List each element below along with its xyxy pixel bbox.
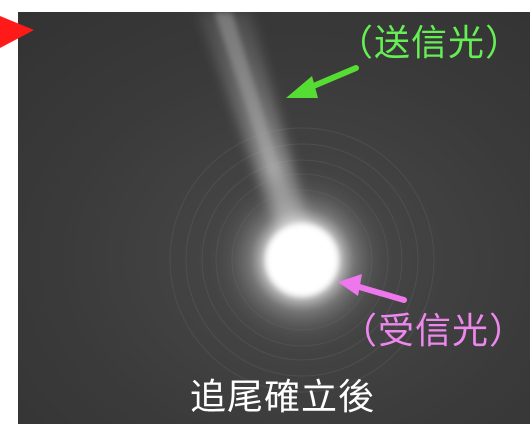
photo-caption: 追尾確立後	[190, 377, 376, 418]
photo-graphic	[18, 12, 530, 424]
triangle-right-icon	[0, 16, 34, 48]
optical-photo	[18, 12, 530, 424]
transmitted-light-label: （送信光）	[336, 23, 522, 64]
received-light-label: （受信光）	[340, 311, 526, 352]
